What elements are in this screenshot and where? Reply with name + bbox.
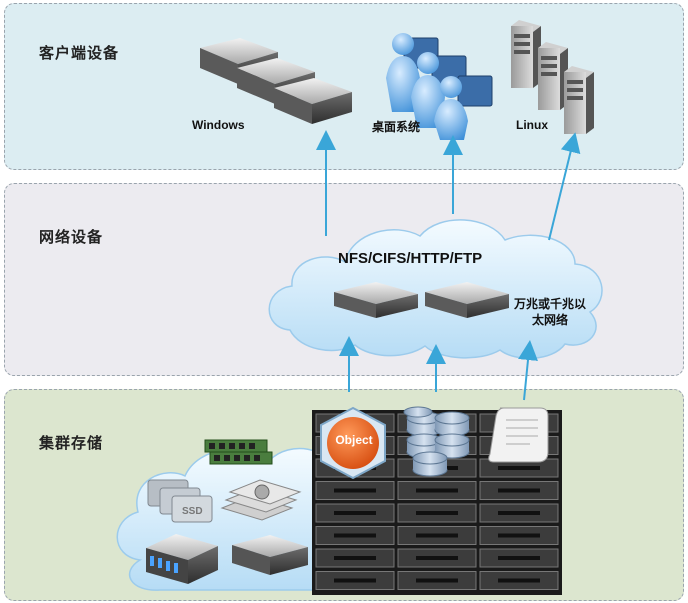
ssd-drives-icon: SSD: [147, 479, 213, 523]
rack-drive-slot: [498, 511, 540, 515]
rack-drive-slot: [334, 578, 376, 583]
ethernet-label-line2: 太网络: [531, 313, 568, 327]
rack-drive-slot: [416, 533, 458, 538]
storage-layer-title: 集群存储: [39, 434, 104, 452]
network-switch-icon-2: [425, 282, 509, 318]
windows-server-stack-icon: [200, 38, 352, 124]
arrow-network-to-linux: [548, 132, 581, 241]
rack-drive-slot: [498, 556, 540, 560]
client-layer-title: 客户端设备: [39, 44, 120, 62]
rack-drive-slot: [416, 488, 458, 493]
arrow-file-to-network: [518, 340, 538, 401]
object-label: Object: [335, 433, 373, 447]
ssd-text: SSD: [182, 506, 203, 517]
network-cloud-shape: [268, 219, 603, 360]
rack-drive-slot: [498, 488, 540, 493]
linux-server-towers-icon: [511, 20, 594, 134]
rack-drive-slot: [334, 511, 376, 515]
rack-drive-slot: [334, 533, 376, 538]
desktop-users-icon: [386, 33, 493, 140]
network-layer-title: 网络设备: [39, 228, 104, 246]
linux-label: Linux: [516, 118, 548, 132]
rack-drive-slot: [416, 578, 458, 583]
file-document-icon: [488, 407, 549, 463]
storage-server-icon: [232, 535, 308, 575]
rack-drive-slot: [416, 556, 458, 560]
object-storage-icon: [320, 406, 386, 480]
desktop-label: 桌面系统: [372, 120, 421, 134]
rack-drive-slot: [334, 488, 376, 493]
rack-drive-slot: [498, 466, 540, 470]
disk-enclosure-icon: [146, 534, 218, 584]
rack-drive-slot: [416, 511, 458, 515]
protocols-label: NFS/CIFS/HTTP/FTP: [338, 250, 483, 267]
rack-drive-slot: [498, 533, 540, 538]
ethernet-label: 万兆或千兆以 太网络: [500, 296, 600, 328]
rack-drive-slot: [334, 556, 376, 560]
block-storage-icon: [403, 406, 470, 477]
memory-modules-icon: [204, 439, 273, 465]
windows-label: Windows: [192, 118, 245, 132]
hard-disks-icon: [220, 479, 302, 521]
network-switch-icon-1: [334, 282, 418, 318]
ethernet-label-line1: 万兆或千兆以: [513, 297, 586, 311]
rack-drive-slot: [498, 578, 540, 583]
